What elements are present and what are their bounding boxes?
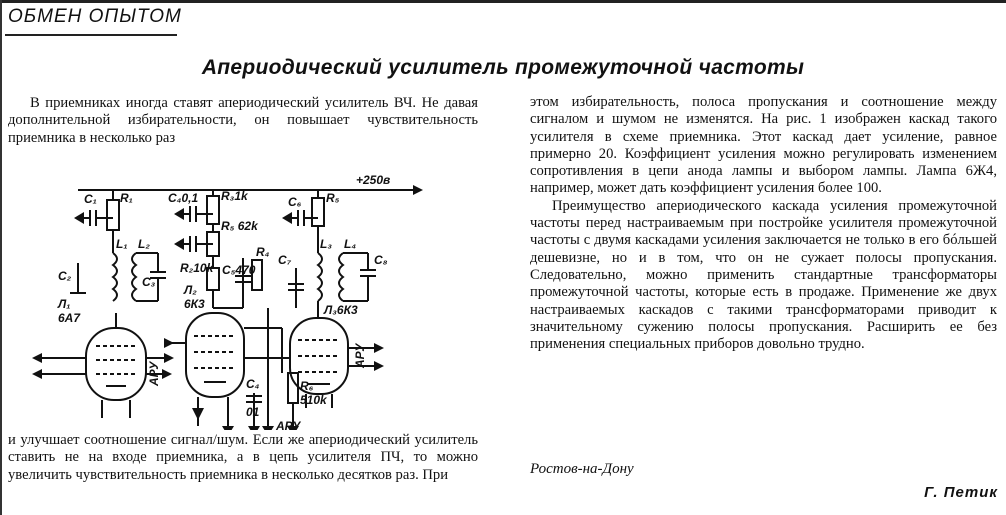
label-c-bottom: C₄ [246, 377, 260, 391]
label-lamp3: Л₃6К3 [323, 303, 358, 317]
label-r4: R₄ [256, 245, 270, 259]
label-lamp1: Л₁ [57, 297, 70, 311]
article-title: Апериодический усилитель промежуточной ч… [201, 56, 805, 79]
left-border [0, 0, 2, 515]
label-lamp2: Л₂ [183, 283, 197, 297]
paragraph: этом избирательность, полоса пропускания… [530, 94, 997, 197]
section-underline [5, 34, 177, 36]
left-column-bottom: и улучшает соотношение сигнал/шум. Если … [8, 432, 478, 484]
label-c4: C₄0,1 [168, 191, 198, 205]
left-column-top: В приемниках иногда ставят апериодически… [8, 95, 478, 147]
label-r6-val: 510k [300, 393, 328, 407]
paragraph: Преимущество апериодического каскада уси… [530, 197, 997, 353]
paragraph: и улучшает соотношение сигнал/шум. Если … [8, 432, 478, 483]
paragraph: В приемниках иногда ставят апериодически… [8, 95, 478, 146]
label-r2: R₂10k [180, 261, 215, 275]
right-column: этом избирательность, полоса пропускания… [530, 94, 997, 353]
label-supply: +250в [356, 173, 390, 187]
label-l1: L₁ [116, 237, 128, 251]
city: Ростов-на-Дону [530, 461, 634, 477]
label-c6: C₆ [288, 195, 302, 209]
label-agc-left: АРУ [147, 361, 161, 387]
label-lamp2-type: 6К3 [184, 297, 205, 311]
label-l3: L₃ [320, 237, 332, 251]
label-l2: L₂ [138, 237, 150, 251]
label-r5: R₅ [326, 191, 340, 205]
label-l4: L₄ [344, 237, 356, 251]
circuit-schematic: C₁ R₁ C₂ L₁ L₂ C₃ Л₁ 6А7 C₄0,1 R₃1k R₅ 6… [32, 173, 423, 430]
section-label: ОБМЕН ОПЫТОМ [8, 6, 182, 27]
label-c1: C₁ [84, 192, 97, 206]
label-agc-right: АРУ [353, 343, 367, 369]
label-r1: R₁ [120, 191, 133, 205]
label-r3: R₃1k [221, 189, 249, 203]
top-border [0, 0, 1006, 3]
label-lamp1-type: 6А7 [58, 311, 81, 325]
label-c3: C₃ [142, 275, 156, 289]
label-c5: C₅470 [222, 263, 256, 277]
label-c2: C₂ [58, 269, 72, 283]
author: Г. Петик [924, 484, 998, 501]
label-c7: C₇ [278, 253, 292, 267]
label-c-bottom-val: 01 [246, 405, 260, 419]
label-r6: R₆ [300, 379, 314, 393]
label-c8: C₈ [374, 253, 388, 267]
label-agc-bottom: АРУ [275, 419, 301, 430]
label-r5b: R₅ 62k [221, 219, 259, 233]
